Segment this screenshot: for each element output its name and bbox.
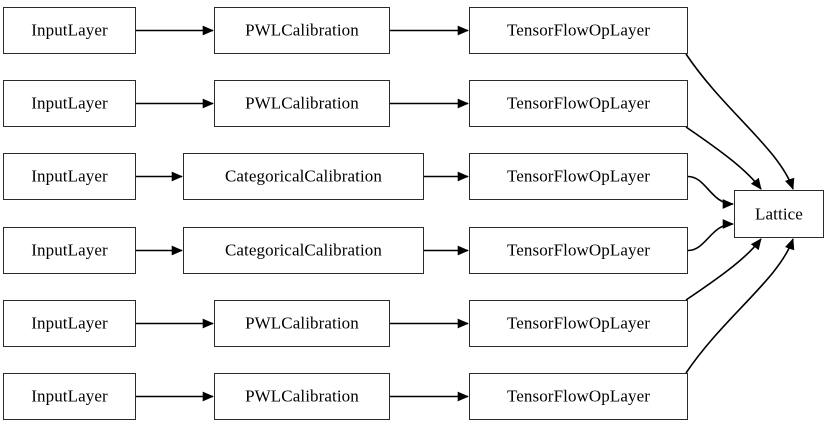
- node-calibration-row-1-label: PWLCalibration: [245, 93, 359, 113]
- node-input-row-0[interactable]: InputLayer: [3, 7, 136, 54]
- node-calibration-row-5-label: PWLCalibration: [245, 386, 359, 406]
- node-op-row-1[interactable]: TensorFlowOpLayer: [469, 80, 688, 127]
- node-input-row-4-label: InputLayer: [31, 313, 108, 333]
- node-input-row-4[interactable]: InputLayer: [3, 300, 136, 347]
- node-input-row-0-label: InputLayer: [31, 20, 108, 40]
- node-lattice[interactable]: Lattice: [734, 190, 824, 238]
- node-calibration-row-0-label: PWLCalibration: [245, 20, 359, 40]
- node-calibration-row-1[interactable]: PWLCalibration: [214, 80, 390, 127]
- edge-op-to-lattice-row-1: [685, 126, 762, 190]
- node-calibration-row-2-label: CategoricalCalibration: [224, 166, 383, 186]
- node-input-row-2[interactable]: InputLayer: [3, 153, 136, 200]
- node-calibration-row-5[interactable]: PWLCalibration: [214, 373, 390, 420]
- node-op-row-2-label: TensorFlowOpLayer: [506, 166, 651, 186]
- node-calibration-row-2[interactable]: CategoricalCalibration: [183, 153, 424, 200]
- node-input-row-1[interactable]: InputLayer: [3, 80, 136, 127]
- node-input-row-2-label: InputLayer: [31, 166, 108, 186]
- node-lattice-label: Lattice: [755, 204, 803, 223]
- edge-op-to-lattice-row-5: [685, 238, 795, 374]
- node-op-row-5-label: TensorFlowOpLayer: [506, 386, 651, 406]
- node-calibration-row-0[interactable]: PWLCalibration: [214, 7, 390, 54]
- node-op-row-3-label: TensorFlowOpLayer: [506, 240, 651, 260]
- node-input-row-1-label: InputLayer: [31, 93, 108, 113]
- node-input-row-3-label: InputLayer: [31, 240, 108, 260]
- node-op-row-3[interactable]: TensorFlowOpLayer: [469, 227, 688, 274]
- node-op-row-4[interactable]: TensorFlowOpLayer: [469, 300, 688, 347]
- node-calibration-row-4[interactable]: PWLCalibration: [214, 300, 390, 347]
- edge-op-to-lattice-row-0: [685, 53, 795, 190]
- edge-op-to-lattice-row-2: [687, 175, 734, 209]
- node-op-row-0[interactable]: TensorFlowOpLayer: [469, 7, 688, 54]
- node-op-row-0-label: TensorFlowOpLayer: [506, 20, 651, 40]
- node-calibration-row-4-label: PWLCalibration: [245, 313, 359, 333]
- edge-op-to-lattice-row-3: [687, 219, 734, 252]
- node-op-row-1-label: TensorFlowOpLayer: [506, 93, 651, 113]
- edge-op-to-lattice-row-4: [685, 238, 762, 301]
- node-op-row-5[interactable]: TensorFlowOpLayer: [469, 373, 688, 420]
- node-input-row-5-label: InputLayer: [31, 386, 108, 406]
- node-calibration-row-3-label: CategoricalCalibration: [224, 240, 383, 260]
- node-op-row-4-label: TensorFlowOpLayer: [506, 313, 651, 333]
- node-op-row-2[interactable]: TensorFlowOpLayer: [469, 153, 688, 200]
- node-input-row-3[interactable]: InputLayer: [3, 227, 136, 274]
- node-input-row-5[interactable]: InputLayer: [3, 373, 136, 420]
- node-calibration-row-3[interactable]: CategoricalCalibration: [183, 227, 424, 274]
